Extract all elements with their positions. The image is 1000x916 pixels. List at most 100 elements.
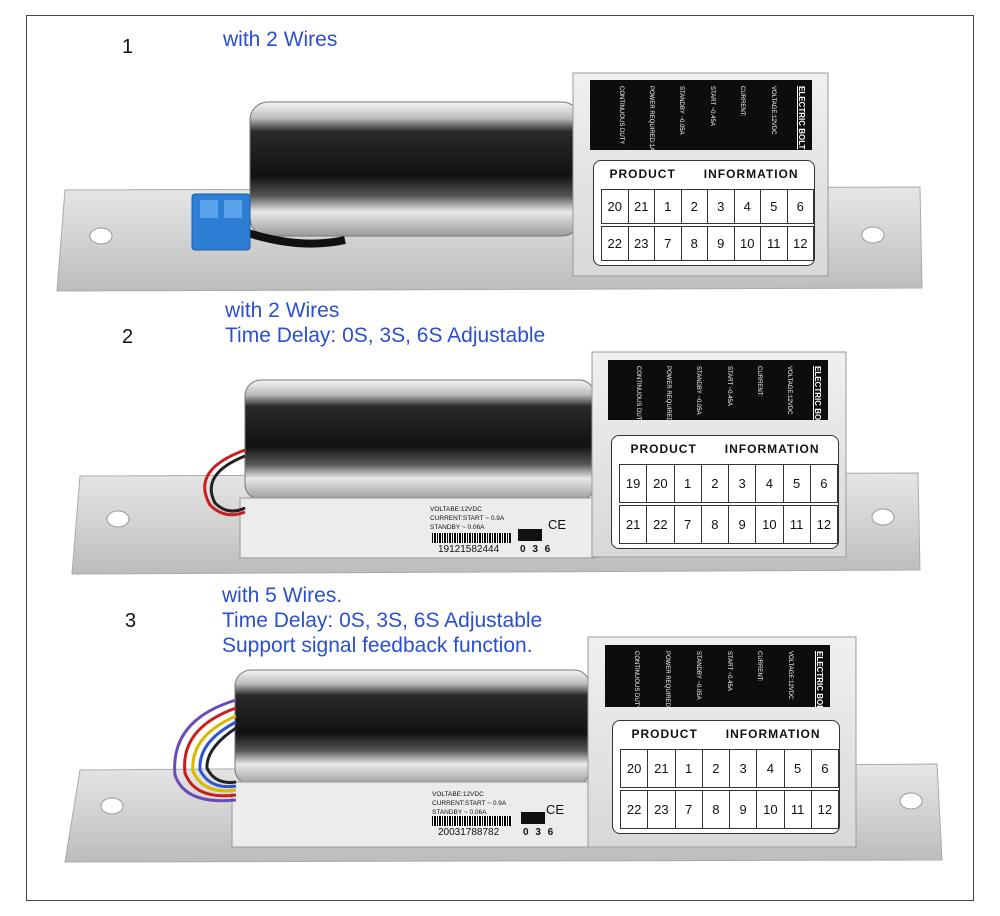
info-grid-cell: 10 (757, 791, 785, 828)
info-grid-cell: 1 (676, 750, 703, 787)
spec-label: ELECTRIC BOLT VOLTAGE:12VDC CURRENT: START … (590, 80, 812, 150)
product-information-title: PRODUCT INFORMATION (594, 167, 814, 181)
spec-line: POWER REQUIRED:1A (665, 366, 672, 420)
info-grid-cell: 5 (761, 190, 788, 223)
product-information-title: PRODUCT INFORMATION (613, 727, 839, 741)
info-grid-cell: 8 (702, 506, 729, 543)
barcode-icon (432, 816, 512, 826)
side-spec-line: CURRENT:START ~ 0.9A (432, 800, 507, 807)
info-grid-cell: 12 (817, 802, 833, 817)
delay-switch-icon (518, 529, 542, 541)
info-grid-cell: 11 (784, 506, 811, 543)
spec-label: ELECTRIC BOLT VOLTAGE:12VDC CURRENT: START … (608, 360, 828, 420)
info-grid-cell: 2 (682, 190, 708, 223)
title-word: PRODUCT (609, 167, 676, 181)
spec-line: STANDBY ~0.05A (694, 651, 701, 700)
info-grid-cell: 2 (703, 750, 730, 787)
ce-mark-icon: CE (548, 517, 567, 532)
spec-line: START ~0.45A (708, 86, 715, 126)
info-grid-cell: 6 (796, 199, 804, 214)
electric-bolt-label: ELECTRIC BOLT (813, 366, 822, 420)
info-grid-cell: 20 (621, 750, 649, 787)
info-grid-cell: 3 (708, 190, 735, 223)
info-grid-cell: 11 (761, 227, 788, 260)
electric-bolt-label: ELECTRIC BOLT (815, 651, 824, 707)
spec-line: STANDBY ~0.05A (678, 86, 685, 135)
info-grid-cell: 4 (735, 190, 761, 223)
electric-bolt-label: ELECTRIC BOLT (797, 86, 806, 150)
info-grid-cell: 8 (703, 791, 730, 828)
info-grid-cell: 5 (784, 465, 811, 502)
product-number-3: 3 (125, 610, 137, 632)
info-grid-cell: 4 (756, 465, 784, 502)
spec-line: START ~0.45A (725, 651, 732, 691)
caption-line: with 5 Wires. (222, 584, 343, 607)
side-spec-line: VOLTABE:12VDC (432, 791, 484, 798)
title-word: INFORMATION (725, 727, 821, 741)
info-grid-cell: 22 (602, 227, 629, 260)
spec-line: CURRENT: (739, 86, 746, 117)
spec-line: VOLTAGE:12VDC (785, 366, 792, 415)
info-grid-cell: 9 (730, 791, 758, 828)
caption-line: with 2 Wires (223, 28, 338, 51)
info-grid-cell: 3 (729, 465, 757, 502)
info-grid-cell: 20 (602, 190, 629, 223)
side-spec-line: STANDBY ~ 0.06A (430, 524, 485, 531)
info-grid-cell: 5 (785, 750, 812, 787)
info-grid-cell: 22 (621, 791, 649, 828)
spec-line: START ~0.45A (725, 366, 732, 406)
info-grid-cell: 23 (648, 791, 676, 828)
ce-mark-icon: CE (546, 802, 565, 817)
product-number-1: 1 (122, 36, 134, 58)
info-grid-cell: 22 (647, 506, 675, 543)
product-caption-3: with 5 Wires. Time Delay: 0S, 3S, 6S Adj… (222, 583, 542, 658)
product-caption-1: with 2 Wires (223, 27, 337, 52)
title-word: PRODUCT (631, 727, 698, 741)
info-grid-cell: 7 (676, 791, 703, 828)
spec-line: VOLTAGE:12VDC (769, 86, 776, 135)
info-grid-cell: 12 (793, 236, 808, 251)
info-grid-cell: 2 (702, 465, 729, 502)
spec-line: CONTINUOUS DUTY (635, 366, 642, 420)
spec-line: STANDBY ~0.05A (695, 366, 702, 415)
info-grid-cell: 21 (629, 190, 655, 223)
title-word: INFORMATION (724, 442, 820, 456)
side-spec-line: STANDBY ~ 0.06A (432, 809, 487, 816)
product-number-2: 2 (122, 326, 134, 348)
delay-setting-label: 0 3 6 (520, 544, 553, 555)
info-grid-cell: 7 (655, 227, 682, 260)
info-grid-cell: 1 (675, 465, 702, 502)
info-grid-cell: 1 (655, 190, 682, 223)
info-grid-cell: 20 (647, 465, 675, 502)
info-grid-cell: 21 (620, 506, 648, 543)
info-grid-cell: 3 (730, 750, 758, 787)
info-grid-cell: 9 (729, 506, 757, 543)
caption-line: Support signal feedback function. (222, 634, 533, 657)
info-grid-cell: 11 (785, 791, 812, 828)
product-caption-2: with 2 Wires Time Delay: 0S, 3S, 6S Adju… (225, 298, 545, 348)
spec-line: CURRENT: (755, 366, 762, 397)
info-grid-cell: 19 (620, 465, 648, 502)
spec-line: POWER REQUIRED:1A (663, 651, 670, 707)
side-spec-line: CURRENT:START ~ 0.9A (430, 515, 505, 522)
title-word: INFORMATION (703, 167, 799, 181)
spec-line: VOLTAGE:12VDC (787, 651, 794, 700)
barcode-icon (432, 533, 512, 543)
caption-line: with 2 Wires (225, 299, 340, 322)
terminal-block-icon (191, 193, 251, 251)
info-grid-cell: 6 (820, 476, 828, 491)
info-grid-cell: 10 (735, 227, 761, 260)
side-spec-label: VOLTABE:12VDC CURRENT:START ~ 0.9A STANDBY… (432, 790, 506, 817)
info-grid-cell: 6 (821, 761, 829, 776)
info-grid-cell: 21 (648, 750, 676, 787)
info-grid-cell: 4 (757, 750, 785, 787)
barcode-number: 19121582444 (438, 544, 500, 555)
info-grid-cell: 23 (629, 227, 655, 260)
